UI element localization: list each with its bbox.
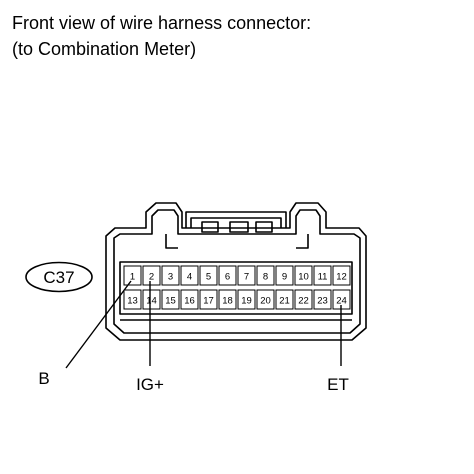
- pin-number-14: 14: [146, 296, 157, 307]
- pin-number-2: 2: [149, 272, 154, 283]
- pin-number-16: 16: [184, 296, 195, 307]
- pin-cell-18: [218, 289, 237, 310]
- pin-number-6: 6: [225, 272, 230, 283]
- pin-number-15: 15: [165, 296, 176, 307]
- pin-number-23: 23: [317, 296, 328, 307]
- pin-number-22: 22: [298, 296, 309, 307]
- diagram-title-line-1: Front view of wire harness connector:: [12, 13, 312, 33]
- callout-lines: [65, 280, 342, 369]
- pin-cell-7: [237, 265, 256, 286]
- pin-number-1: 1: [130, 272, 135, 283]
- pin-number-21: 21: [279, 296, 290, 307]
- pin-cell-9: [275, 265, 294, 286]
- pin-cell-17: [199, 289, 218, 310]
- pin-cell-1: [123, 265, 142, 286]
- pin-number-8: 8: [263, 272, 268, 283]
- pin-cell-16: [180, 289, 199, 310]
- pin-cell-10: [294, 265, 313, 286]
- connector-code-oval: [25, 261, 93, 293]
- connector-cavity-frame: [119, 261, 353, 315]
- pin-number-7: 7: [244, 272, 249, 283]
- pin-number-9: 9: [282, 272, 287, 283]
- pin-cell-19: [237, 289, 256, 310]
- pin-number-11: 11: [318, 272, 328, 283]
- pin-cell-14: [142, 289, 161, 310]
- pin-number-13: 13: [127, 296, 138, 307]
- pin-cell-4: [180, 265, 199, 286]
- pin-cell-6: [218, 265, 237, 286]
- callout-label-b: B: [38, 369, 49, 388]
- pin-number-10: 10: [298, 272, 309, 283]
- pin-number-3: 3: [168, 272, 173, 283]
- pin-cell-12: [332, 265, 351, 286]
- callout-label-et: ET: [327, 375, 349, 394]
- pin-cell-21: [275, 289, 294, 310]
- pin-cell-2: [142, 265, 161, 286]
- pin-number-17: 17: [203, 296, 214, 307]
- callout-line-b: [65, 280, 132, 369]
- pin-number-4: 4: [187, 272, 192, 283]
- pin-cell-15: [161, 289, 180, 310]
- pin-number-12: 12: [336, 272, 347, 283]
- pin-cell-20: [256, 289, 275, 310]
- pin-cell-3: [161, 265, 180, 286]
- pin-number-19: 19: [241, 296, 252, 307]
- diagram-title-line-2: (to Combination Meter): [12, 39, 197, 59]
- connector-housing-inner: [113, 209, 361, 334]
- pin-cell-13: [123, 289, 142, 310]
- pin-cell-23: [313, 289, 332, 310]
- pin-cell-11: [313, 265, 332, 286]
- pin-number-5: 5: [206, 272, 211, 283]
- connector-code: C37: [43, 268, 74, 287]
- pin-cell-8: [256, 265, 275, 286]
- pin-cell-22: [294, 289, 313, 310]
- pin-cell-5: [199, 265, 218, 286]
- connector-center-latch: [185, 211, 287, 228]
- pin-number-20: 20: [260, 296, 271, 307]
- pin-number-18: 18: [222, 296, 233, 307]
- pin-number-24: 24: [336, 296, 347, 307]
- callout-label-ig: IG+: [136, 375, 164, 394]
- connector-housing-outline: [105, 202, 367, 341]
